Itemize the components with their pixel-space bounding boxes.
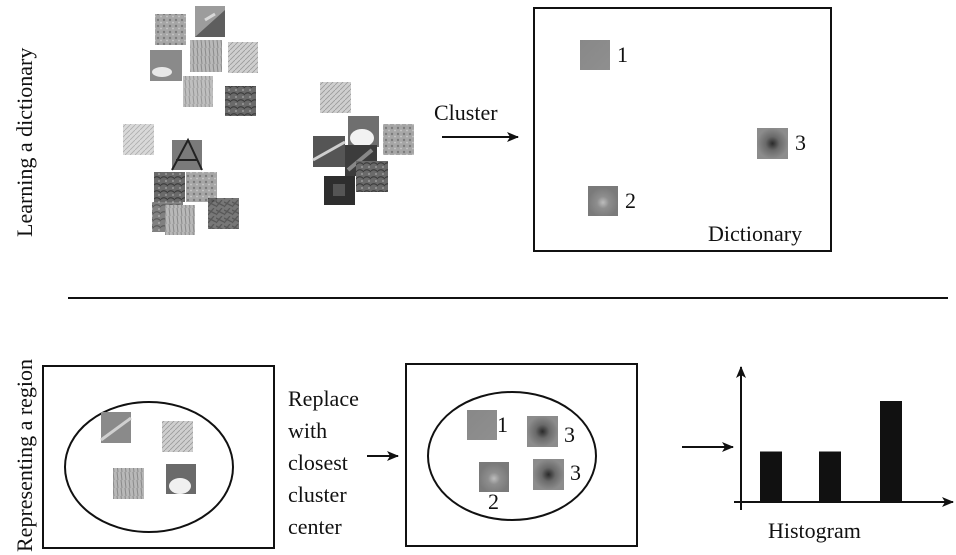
texture-patch bbox=[171, 137, 203, 171]
texture-patch bbox=[183, 76, 213, 107]
texture-patch bbox=[356, 161, 388, 192]
texture-patch bbox=[123, 124, 154, 155]
patch-cloud-left bbox=[123, 6, 258, 235]
dictionary-entry-2-patch bbox=[588, 186, 618, 216]
texture-patch bbox=[383, 124, 414, 155]
region-patch bbox=[166, 464, 196, 494]
texture-patch bbox=[165, 205, 195, 235]
mapped-region-ellipse bbox=[427, 391, 597, 521]
dictionary-entry-1-patch bbox=[580, 40, 610, 70]
texture-patch bbox=[195, 6, 225, 37]
cluster-arrow: Cluster bbox=[434, 100, 519, 142]
step-line-3: closest bbox=[288, 450, 348, 475]
texture-patch bbox=[190, 40, 222, 72]
mapped-region-box: 1 3 2 3 bbox=[405, 363, 638, 547]
mapped-label-1: 1 bbox=[497, 412, 508, 437]
mapped-label-4: 3 bbox=[570, 460, 581, 485]
dictionary-caption: Dictionary bbox=[708, 221, 802, 246]
dictionary-box: 1 2 3 Dictionary bbox=[533, 7, 832, 252]
dictionary-entry-3-label: 3 bbox=[795, 130, 806, 155]
region-patch bbox=[100, 412, 132, 443]
texture-patch bbox=[312, 136, 346, 167]
dictionary-entry-2-label: 2 bbox=[625, 188, 636, 213]
mapped-patch-3 bbox=[479, 462, 509, 492]
region-ellipse bbox=[64, 401, 234, 533]
mapped-patch-2 bbox=[527, 416, 558, 447]
histogram-bars bbox=[760, 401, 902, 502]
step-line-1: Replace bbox=[288, 386, 359, 411]
histogram-bar-2 bbox=[819, 451, 841, 502]
texture-patch bbox=[228, 42, 258, 73]
mapped-patch-4 bbox=[533, 459, 564, 490]
texture-patch bbox=[225, 86, 256, 116]
histogram-bar-3 bbox=[880, 401, 902, 502]
mapped-label-3: 2 bbox=[488, 489, 499, 514]
texture-patch bbox=[186, 172, 217, 202]
histogram-caption: Histogram bbox=[768, 518, 861, 543]
step-line-4: cluster bbox=[288, 482, 347, 507]
dictionary-entry-1-label: 1 bbox=[617, 42, 628, 67]
histogram-chart: Histogram bbox=[734, 366, 954, 543]
replace-step-text: Replace with closest cluster center bbox=[288, 386, 359, 539]
mapped-label-2: 3 bbox=[564, 422, 575, 447]
step-line-2: with bbox=[288, 418, 327, 443]
representing-region-label: Representing a region bbox=[12, 359, 37, 552]
patch-cloud-right bbox=[312, 82, 414, 205]
region-patch bbox=[113, 468, 144, 499]
region-box bbox=[42, 365, 275, 549]
texture-patch bbox=[150, 50, 182, 81]
texture-patch bbox=[154, 172, 185, 202]
texture-patch bbox=[320, 82, 351, 113]
texture-patch bbox=[155, 14, 186, 45]
mapped-patch-1 bbox=[467, 410, 497, 440]
dictionary-entry-3-patch bbox=[757, 128, 788, 159]
texture-patch bbox=[208, 198, 239, 229]
side-labels: Learning a dictionary Representing a reg… bbox=[12, 48, 37, 552]
texture-patch bbox=[324, 176, 355, 205]
learning-dictionary-label: Learning a dictionary bbox=[12, 48, 37, 237]
cluster-label: Cluster bbox=[434, 100, 498, 125]
region-patch bbox=[162, 421, 193, 452]
step-line-5: center bbox=[288, 514, 342, 539]
texture-patch bbox=[348, 116, 379, 147]
histogram-bar-1 bbox=[760, 451, 782, 502]
